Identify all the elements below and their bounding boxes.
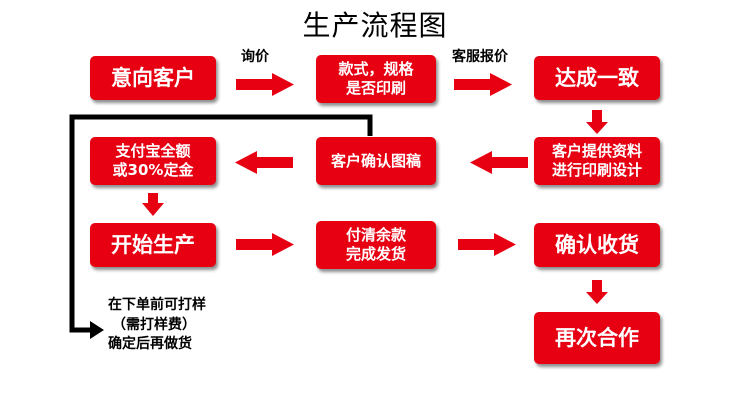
- node-pay-balance: 付清余款 完成发货: [316, 221, 436, 269]
- arrow-design-to-confirm: [470, 151, 528, 174]
- sample-connector-line: [69, 114, 373, 333]
- node-style-spec: 款式，规格 是否印刷: [316, 55, 436, 103]
- edge-label-service-quote: 客服报价: [452, 49, 508, 65]
- arrow-balance-to-receipt: [458, 233, 516, 256]
- arrow-start-to-balance: [236, 233, 294, 256]
- node-cooperate-again: 再次合作: [534, 312, 660, 364]
- sample-note-line-3: 确定后再做货: [108, 336, 192, 353]
- arrow-confirm-to-deposit: [235, 151, 293, 174]
- node-provide-design: 客户提供资料 进行印刷设计: [534, 137, 660, 185]
- page-title: 生产流程图: [302, 9, 448, 42]
- arrow-deposit-to-start: [142, 193, 164, 216]
- sample-note-line-1: 在下单前可打样: [108, 297, 206, 313]
- sample-note: 在下单前可打样 （需打样费） 确定后再做货: [108, 296, 206, 355]
- node-confirm-draft: 客户确认图稿: [316, 137, 436, 185]
- arrow-agreement-to-design: [586, 110, 608, 134]
- node-deposit: 支付宝全额 或30%定金: [90, 137, 216, 185]
- node-start-production: 开始生产: [90, 223, 216, 267]
- node-agreement: 达成一致: [534, 56, 660, 100]
- arrow-receipt-to-cooperate: [586, 280, 608, 304]
- sample-connector-arrowhead: [90, 321, 104, 339]
- arrow-style-to-agreement: [454, 73, 512, 96]
- node-confirm-receipt: 确认收货: [534, 223, 660, 267]
- edge-label-inquiry: 询价: [241, 49, 269, 65]
- node-intent-customer: 意向客户: [90, 56, 216, 100]
- sample-note-line-2: （需打样费）: [112, 316, 196, 333]
